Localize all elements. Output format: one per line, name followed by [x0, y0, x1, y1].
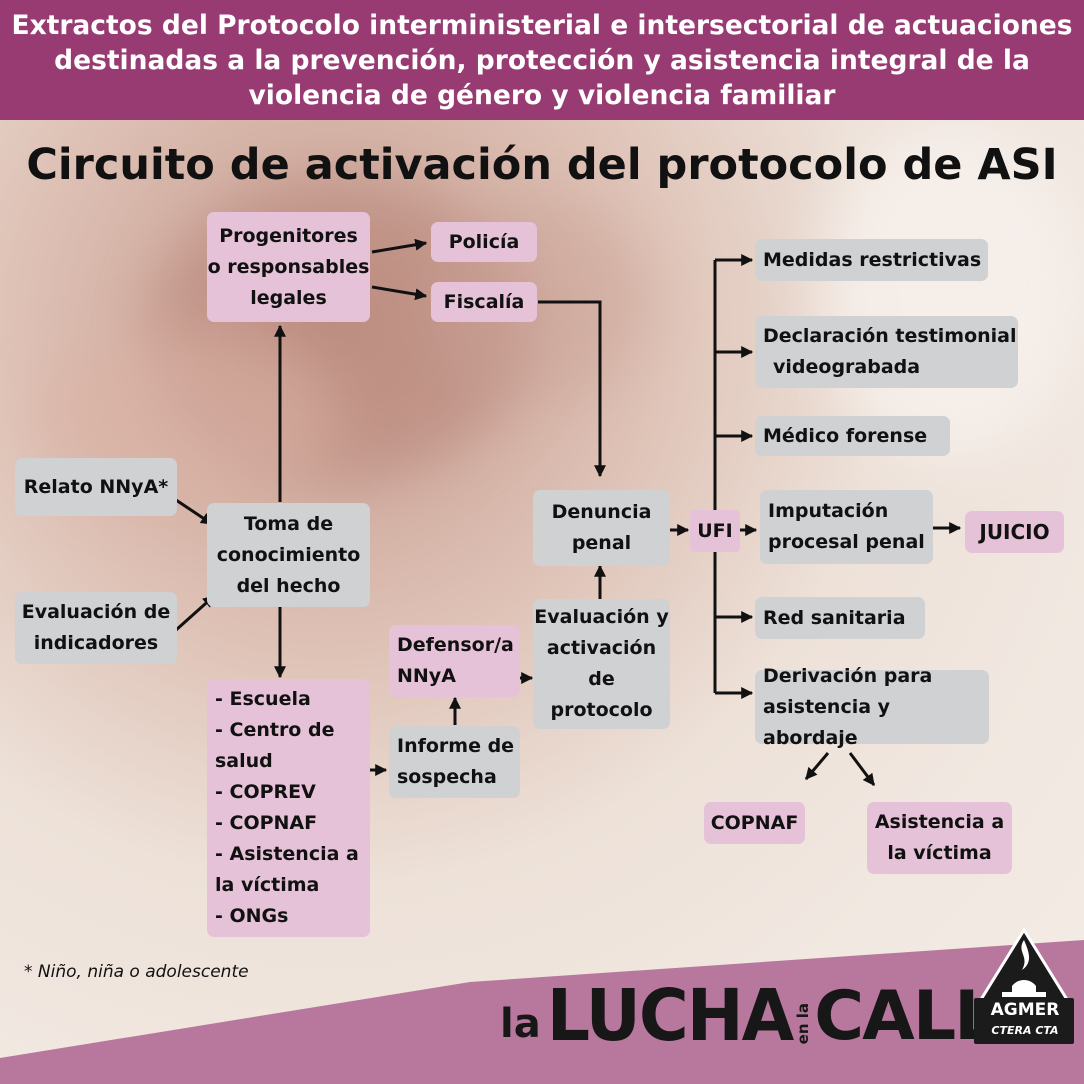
logo-text-agmer: AGMER: [990, 1000, 1060, 1020]
slogan-word-lucha: LUCHA: [546, 975, 795, 1058]
slogan-la-lucha-en-la-calle: la LUCHA en la CALLE: [500, 975, 1042, 1058]
list-item: - Escuela: [215, 688, 311, 710]
header-line-1: Extractos del Protocolo interministerial…: [11, 9, 1073, 41]
node-denuncia-penal: Denuncia penal: [533, 490, 670, 566]
node-informe-sospecha: Informe de sospecha: [389, 726, 520, 798]
node-juicio: JUICIO: [965, 511, 1064, 553]
node-text: Asistencia a: [874, 811, 1005, 833]
slogan-word-en-la: en la: [794, 1002, 813, 1044]
arrow-to-copnaf: [804, 752, 830, 780]
node-progenitores: Progenitores o responsables legales: [207, 212, 370, 322]
node-text: sospecha: [397, 766, 497, 788]
node-ufi: UFI: [690, 510, 740, 552]
node-asistencia-victima: Asistencia a la víctima: [867, 802, 1012, 874]
node-red-sanitaria: Red sanitaria: [755, 597, 925, 639]
node-relato: Relato NNyA*: [15, 458, 177, 516]
node-derivacion: Derivación para asistencia y abordaje: [755, 665, 989, 749]
node-text: Toma de: [243, 512, 334, 535]
list-item: la víctima: [215, 874, 320, 896]
logo-text-ctera-cta: CTERA CTA: [991, 1024, 1059, 1037]
header-line-2: destinadas a la prevención, protección y…: [54, 44, 1030, 76]
node-declaracion-testimonial: Declaración testimonial videograbada: [755, 316, 1018, 388]
agmer-logo-icon: [974, 927, 1074, 1044]
node-policia: Policía: [431, 222, 537, 262]
list-item: - ONGs: [215, 905, 289, 927]
node-text: la víctima: [887, 842, 992, 864]
node-toma-de-conocimiento: Toma de conocimiento del hecho: [207, 503, 370, 607]
footnote: * Niño, niña o adolescente: [24, 962, 249, 982]
node-evaluacion-indicadores: Evaluación de indicadores: [15, 592, 177, 664]
list-item: - COPNAF: [215, 812, 318, 834]
node-text: videograbada: [773, 356, 921, 378]
arrow-relato-to-toma: [175, 498, 213, 526]
node-text: del hecho: [236, 574, 341, 597]
node-imputacion: Imputación procesal penal: [760, 490, 933, 564]
node-text: Progenitores: [219, 224, 358, 247]
node-text: legales: [250, 286, 327, 309]
node-text: NNyA: [397, 665, 456, 687]
node-text: protocolo: [550, 699, 653, 721]
arrow-fiscalia-to-denuncia: [538, 300, 606, 478]
bg-photo-blob: [820, 120, 1080, 460]
node-text: Informe de: [397, 735, 515, 757]
node-text: Imputación: [768, 500, 889, 522]
page-title: Circuito de activación del protocolo de …: [26, 140, 1058, 190]
node-text: indicadores: [33, 632, 159, 654]
node-text: Evaluación y: [534, 606, 669, 628]
node-instituciones-list: - Escuela - Centro de salud - COPREV - C…: [207, 679, 370, 937]
node-text: activación: [546, 637, 657, 659]
list-item: - COPREV: [215, 781, 316, 803]
node-text: procesal penal: [768, 531, 925, 553]
node-text: Evaluación de: [21, 601, 171, 623]
list-item: salud: [215, 750, 273, 772]
header-line-3: violencia de género y violencia familiar: [248, 79, 836, 111]
list-item: - Centro de: [215, 719, 335, 741]
node-fiscalia: Fiscalía: [431, 282, 537, 322]
node-defensor: Defensor/a NNyA: [389, 625, 520, 697]
node-text: penal: [571, 532, 632, 554]
slogan-word-la: la: [500, 1001, 541, 1047]
list-item: - Asistencia a: [215, 843, 359, 865]
node-text: conocimiento: [216, 543, 361, 566]
node-text: de: [588, 668, 615, 690]
header-banner: Extractos del Protocolo interministerial…: [0, 0, 1084, 120]
node-text: Declaración testimonial: [763, 325, 1017, 347]
node-copnaf: COPNAF: [704, 802, 805, 844]
node-evaluacion-activacion: Evaluación y activación de protocolo: [533, 599, 670, 729]
arrow-to-policia: [371, 238, 428, 254]
arrow-to-asistencia: [848, 752, 876, 786]
node-text: Defensor/a: [397, 634, 514, 656]
node-medico-forense: Médico forense: [755, 416, 950, 456]
node-text: Derivación para: [763, 664, 933, 687]
node-medidas-restrictivas: Medidas restrictivas: [755, 239, 988, 281]
node-text: asistencia y abordaje: [763, 695, 891, 749]
node-text: o responsables: [207, 255, 370, 278]
node-text: Denuncia: [551, 501, 652, 523]
arrow-to-fiscalia: [371, 285, 428, 301]
